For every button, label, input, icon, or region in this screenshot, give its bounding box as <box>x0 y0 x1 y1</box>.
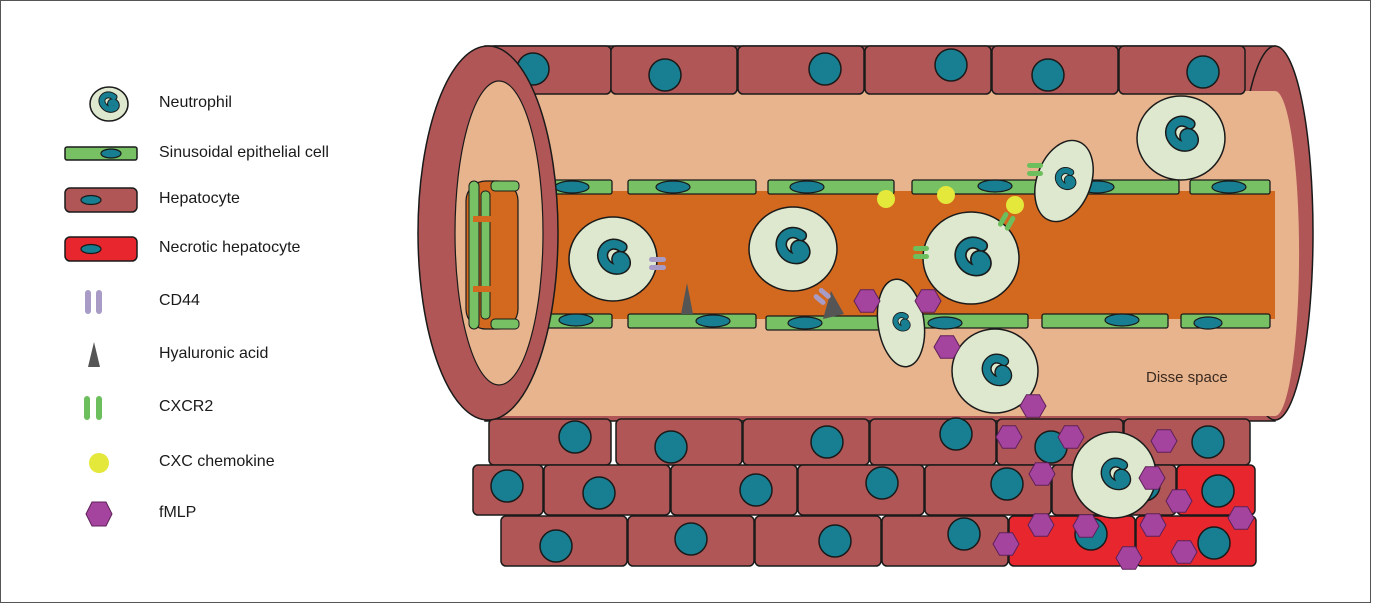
chemokine-icon <box>937 186 955 204</box>
sinusoidal-cell-icon <box>59 129 145 179</box>
legend-item-necrotic-hepatocyte: Necrotic hepatocyte <box>1 224 421 274</box>
cxcr2-icon <box>913 246 929 251</box>
legend-item-hepatocyte: Hepatocyte <box>1 175 421 225</box>
legend-label: Necrotic hepatocyte <box>159 239 300 257</box>
legend-label: CD44 <box>159 292 200 310</box>
hyaluronic-acid-icon <box>59 330 145 380</box>
neutrophil-icon <box>569 217 657 301</box>
chemokine-icon <box>877 190 895 208</box>
cd44-icon <box>649 257 666 262</box>
neutrophil-icon <box>923 212 1019 304</box>
legend-item-sinusoidal-epithelial-cell: Sinusoidal epithelial cell <box>1 129 421 179</box>
chemokine-icon <box>1006 196 1024 214</box>
legend-item-hyaluronic-acid: Hyaluronic acid <box>1 330 421 380</box>
legend-item-cxc-chemokine: CXC chemokine <box>1 438 421 488</box>
cxcr2-icon <box>1027 171 1043 176</box>
legend-label: CXCR2 <box>159 398 213 416</box>
cxcr2-icon <box>913 254 929 259</box>
legend-item-cxcr2: CXCR2 <box>1 383 421 433</box>
legend-label: Hepatocyte <box>159 190 240 208</box>
neutrophil-icon <box>749 207 837 291</box>
hepatocyte-icon <box>59 175 145 225</box>
endothelium-top <box>486 180 1270 194</box>
liver-sinusoid-diagram: Disse space <box>401 36 1326 576</box>
disse-space-label: Disse space <box>1146 369 1228 386</box>
legend-label: Hyaluronic acid <box>159 345 268 363</box>
legend-item-neutrophil: Neutrophil <box>1 79 421 129</box>
legend-label: fMLP <box>159 504 196 522</box>
legend-label: Neutrophil <box>159 94 232 112</box>
tube-left-opening <box>418 46 558 420</box>
legend-label: CXC chemokine <box>159 453 275 471</box>
legend: Neutrophil Sinusoidal epithelial cell He… <box>1 1 421 603</box>
necrotic-hepatocyte-icon <box>59 224 145 274</box>
fmlp-icon <box>59 489 145 539</box>
cd44-icon <box>59 277 145 327</box>
cxcr2-icon <box>59 383 145 433</box>
cd44-icon <box>649 265 666 270</box>
hepatocyte-row-top <box>489 46 1245 94</box>
legend-item-cd44: CD44 <box>1 277 421 327</box>
neutrophil-icon <box>59 79 145 129</box>
neutrophil-icon <box>1137 96 1225 180</box>
chemokine-icon <box>59 438 145 488</box>
cxcr2-icon <box>1027 163 1043 168</box>
legend-item-fmlp: fMLP <box>1 489 421 539</box>
legend-label: Sinusoidal epithelial cell <box>159 144 329 162</box>
